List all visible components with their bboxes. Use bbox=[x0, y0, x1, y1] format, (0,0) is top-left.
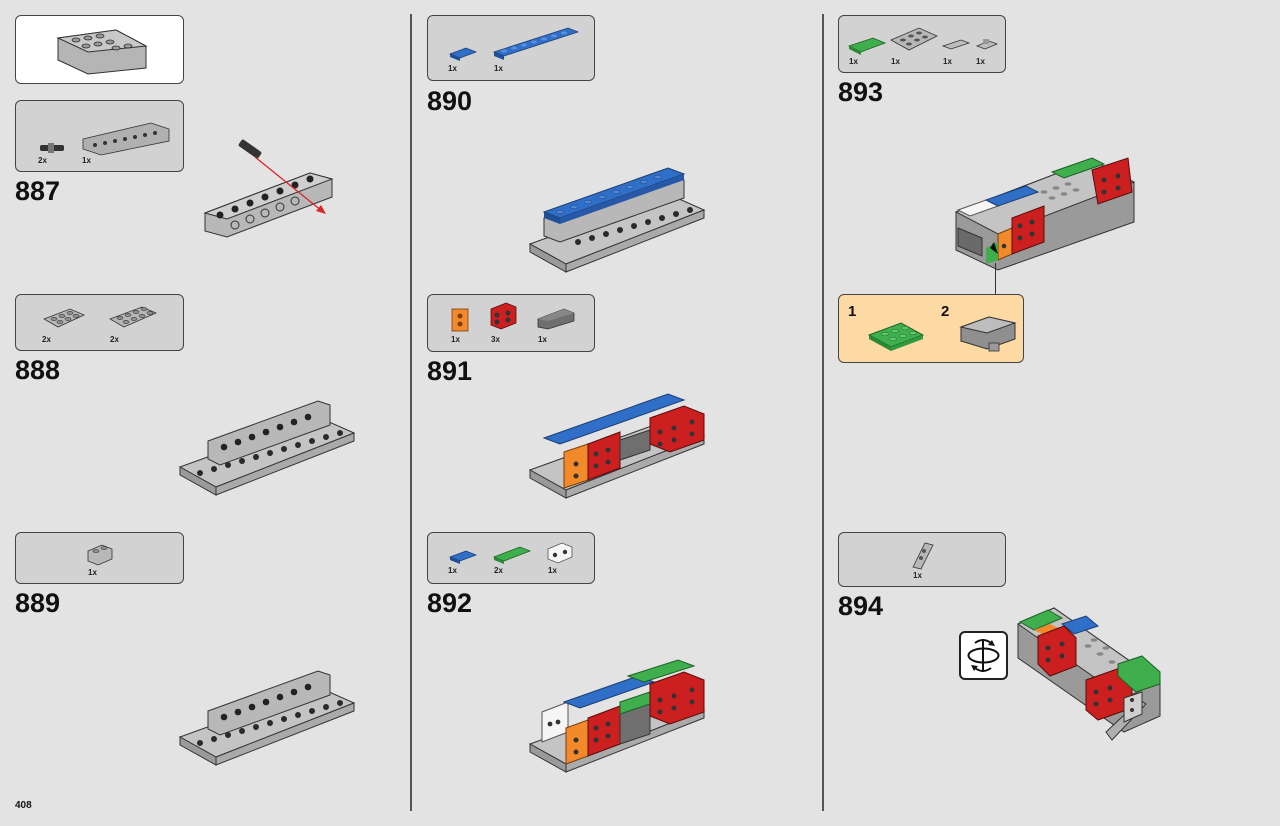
part-qty: 1x bbox=[891, 57, 900, 66]
column-divider-right bbox=[822, 14, 824, 811]
parts-callout-894: 1x bbox=[838, 532, 1006, 587]
step-889-model bbox=[178, 670, 356, 766]
brick-white-studs-side-icon bbox=[547, 542, 573, 564]
part-qty: 1x bbox=[913, 571, 922, 580]
sub-assembly-callout: 1 2 bbox=[838, 294, 1024, 363]
parts-callout-889: 1x bbox=[15, 532, 184, 584]
part-qty: 1x bbox=[943, 57, 952, 66]
tile-grille-gray-icon bbox=[941, 39, 971, 50]
step-number: 891 bbox=[427, 356, 473, 386]
parts-callout-890: 1x 1x bbox=[427, 15, 595, 81]
step-number: 893 bbox=[838, 77, 884, 107]
technic-brick-1x8-gray-icon bbox=[82, 122, 170, 156]
part-qty: 1x bbox=[538, 335, 547, 344]
bracket-gray-icon bbox=[912, 542, 934, 570]
step-number: 887 bbox=[15, 176, 61, 206]
column-divider-left bbox=[410, 14, 412, 811]
step-887-model bbox=[203, 139, 334, 238]
step-892-model bbox=[528, 659, 706, 773]
part-qty: 3x bbox=[491, 335, 500, 344]
step-888-model bbox=[178, 400, 356, 496]
submodel-preview bbox=[15, 15, 184, 84]
step-894-model bbox=[1016, 607, 1162, 741]
plate-2x3-green-icon bbox=[847, 37, 887, 55]
plate-1x4-green-icon bbox=[492, 546, 532, 564]
parts-callout-888: 2x 2x bbox=[15, 294, 184, 351]
part-qty: 1x bbox=[849, 57, 858, 66]
step-number: 888 bbox=[15, 355, 61, 385]
part-qty: 1x bbox=[448, 64, 457, 73]
plate-1x2-blue-icon bbox=[448, 550, 478, 564]
brick-1x4-darkgray-icon bbox=[537, 308, 575, 330]
step-891-model bbox=[528, 393, 706, 499]
clip-assembly-icon bbox=[959, 316, 1017, 352]
parts-callout-891: 1x 3x 1x bbox=[427, 294, 595, 352]
part-qty: 2x bbox=[494, 566, 503, 575]
part-qty: 1x bbox=[451, 335, 460, 344]
brick-red-studs-side-icon bbox=[490, 302, 517, 330]
part-qty: 2x bbox=[42, 335, 51, 344]
parts-callout-892: 1x 2x 1x bbox=[427, 532, 595, 584]
parts-callout-887: 2x 1x bbox=[15, 100, 184, 172]
step-number: 889 bbox=[15, 588, 61, 618]
part-qty: 1x bbox=[88, 568, 97, 577]
submodel-image bbox=[56, 29, 148, 75]
brick-orange-studs-side-icon bbox=[451, 308, 469, 332]
axle-pin-icon bbox=[40, 143, 64, 153]
step-number: 894 bbox=[838, 591, 884, 621]
plate-green-icon bbox=[867, 322, 925, 351]
part-qty: 1x bbox=[494, 64, 503, 73]
substep-number: 2 bbox=[941, 303, 950, 320]
step-890-model bbox=[528, 167, 706, 273]
plate-1x8-blue-icon bbox=[492, 27, 580, 60]
step-number: 892 bbox=[427, 588, 473, 618]
callout-connector-line bbox=[995, 263, 996, 295]
page-number: 408 bbox=[15, 800, 32, 811]
plate-2x3-gray-icon bbox=[43, 308, 85, 328]
step-number: 890 bbox=[427, 86, 473, 116]
part-qty: 1x bbox=[548, 566, 557, 575]
clip-plate-gray-icon bbox=[975, 39, 999, 50]
brick-1x2-gray-icon bbox=[87, 544, 113, 566]
plate-2x4-gray-icon bbox=[109, 306, 158, 328]
plate-1x2-blue-icon bbox=[448, 47, 478, 61]
rotate-model-icon bbox=[959, 631, 1008, 680]
part-qty: 1x bbox=[448, 566, 457, 575]
part-qty: 1x bbox=[976, 57, 985, 66]
part-qty: 1x bbox=[82, 156, 91, 165]
step-893-model bbox=[954, 157, 1136, 271]
part-qty: 2x bbox=[110, 335, 119, 344]
part-qty: 2x bbox=[38, 156, 47, 165]
substep-number: 1 bbox=[848, 303, 857, 320]
plate-3x4-gray-icon bbox=[890, 27, 938, 51]
parts-callout-893: 1x 1x 1x 1x bbox=[838, 15, 1006, 73]
